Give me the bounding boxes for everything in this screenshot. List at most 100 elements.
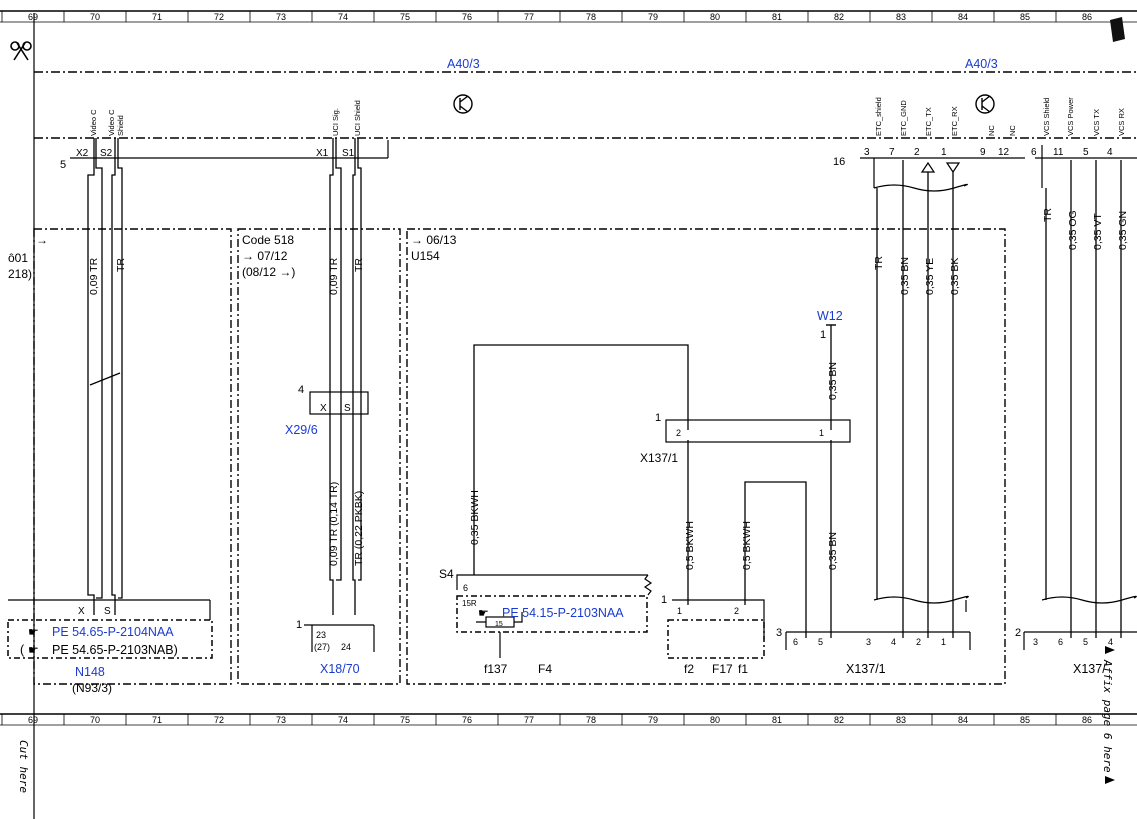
ruler-cell-label: 85	[1020, 715, 1030, 725]
scissors-icon	[10, 41, 32, 61]
ruler-cell-label: 73	[276, 12, 286, 22]
f17-label: F17	[712, 662, 733, 676]
pin-number: 1	[677, 606, 682, 616]
pin-label: VCS Power	[1066, 97, 1075, 136]
ref-icon: ☛	[478, 606, 489, 620]
f17-module-box	[667, 619, 765, 659]
pin-number: 1	[941, 637, 946, 647]
pin-number: 11	[1053, 147, 1064, 158]
wire-label: TR	[873, 256, 885, 270]
f4-module-box	[456, 595, 648, 633]
ruler-cell-label: 83	[896, 715, 906, 725]
a40-label-left: A40/3	[447, 57, 480, 71]
pin-number: 23	[316, 630, 326, 640]
pin-number: 2	[676, 428, 681, 438]
connector-number: 1	[655, 412, 661, 424]
ref-link[interactable]: PE 54.15-P-2103NAA	[502, 606, 624, 620]
wire-label: 0,35 BN	[827, 362, 839, 400]
connector-number: 1	[661, 594, 667, 606]
connector-number: 5	[60, 159, 66, 171]
ruler-cell-label: 84	[958, 715, 968, 725]
x137-mid-label: X137/1	[640, 451, 678, 465]
ruler-cell-label: 81	[772, 715, 782, 725]
ruler-cell-label: 82	[834, 715, 844, 725]
wire-labels: 0,09 TR TR 0,09 TR TR 0,09 TR (0,14 TR) …	[88, 208, 1129, 570]
s4-label: S4	[439, 567, 454, 581]
ruler-cell-label: 75	[400, 12, 410, 22]
pin-number: 6	[1031, 147, 1037, 158]
ruler-cell-label: 84	[958, 12, 968, 22]
x137b-pins: 6 5 3 4 2 1	[793, 637, 946, 647]
pin-number: 1	[941, 147, 947, 158]
ref-paren: (	[20, 643, 25, 657]
pin-number: 6	[463, 583, 468, 593]
f4-label: F4	[538, 662, 552, 676]
page-corner-icon	[1110, 17, 1125, 42]
connector-x29-6	[309, 391, 369, 415]
connector-x137-right	[1023, 595, 1137, 650]
ruler-cell-label: 70	[90, 715, 100, 725]
left-date: →	[36, 233, 48, 247]
wire-label: 0,35 BN	[827, 532, 839, 570]
ref-link[interactable]: PE 54.65-P-2104NAA	[52, 625, 174, 639]
wire-label: 0,35 BKWH	[469, 490, 481, 545]
wire-label: 0,35 VT	[1092, 213, 1104, 250]
connector-number: 1	[820, 329, 826, 341]
f2-label: f2	[684, 662, 694, 676]
wire-label: 0,09 TR	[328, 257, 340, 295]
pin-labels: Video C Video C Shield UCI Sig. UCI Shie…	[89, 97, 1126, 136]
pin-s1: S1	[342, 148, 355, 159]
transistor-icon	[453, 94, 473, 114]
ruler-cell-label: 81	[772, 12, 782, 22]
ruler-cell-label: 86	[1082, 715, 1092, 725]
wire-label: TR	[115, 258, 127, 272]
pin-x1: X1	[316, 148, 329, 159]
wire-label: 0,5 BKWH	[741, 521, 753, 570]
left-code2: 218)	[8, 267, 32, 281]
n148-module-box	[7, 619, 213, 659]
pin-label: NC	[987, 125, 996, 136]
fuse-rating: 15R	[462, 599, 477, 608]
pin-label: Shield	[116, 115, 125, 136]
pin-number: 2	[916, 637, 921, 647]
ruler-cell-label: 72	[214, 715, 224, 725]
pin-label: VCS Shield	[1042, 98, 1051, 136]
ruler-cell-label: 77	[524, 12, 534, 22]
pin-label: VCS TX	[1092, 109, 1101, 136]
pin-number: 9	[980, 147, 986, 158]
connector-x137-1-top	[665, 419, 851, 443]
ruler-cell-label: 71	[152, 12, 162, 22]
connector-number: 4	[298, 384, 304, 396]
connector-number: 2	[1015, 627, 1021, 639]
f1-label: f1	[738, 662, 748, 676]
ruler-cell-label: 74	[338, 12, 348, 22]
ruler-cell-label: 82	[834, 12, 844, 22]
pin-label: VCS RX	[1117, 108, 1126, 136]
wire-label: 0,09 TR (0,14 TR)	[328, 482, 340, 566]
ruler-cell-label: 80	[710, 12, 720, 22]
ref-link[interactable]: PE 54.65-P-2103NAB)	[52, 643, 178, 657]
pin-s2: S2	[100, 148, 113, 159]
connector-16	[860, 145, 1137, 192]
u154-date: → 06/13	[411, 233, 457, 247]
x137r-pins: 3 6 5 4	[1033, 637, 1113, 647]
ruler-cell-label: 78	[586, 12, 596, 22]
n148-label: N148	[75, 665, 105, 679]
pin-number: 3	[1033, 637, 1038, 647]
pin-number: 5	[1083, 637, 1088, 647]
pin-number: 5	[818, 637, 823, 647]
pin-label: ETC_GND	[899, 100, 908, 136]
x18-label: X18/70	[320, 662, 360, 676]
pin-number: 4	[1107, 147, 1113, 158]
u154-label: U154	[411, 249, 440, 263]
ruler-cell-label: 75	[400, 715, 410, 725]
arrow-right-icon	[1105, 646, 1115, 654]
pin-number: 12	[998, 147, 1010, 158]
pin-number: 5	[1083, 147, 1089, 158]
fuse-f4	[456, 574, 653, 658]
pin-label: ETC_TX	[924, 107, 933, 136]
wires	[87, 138, 1122, 638]
rx-arrow-icon	[945, 162, 961, 174]
